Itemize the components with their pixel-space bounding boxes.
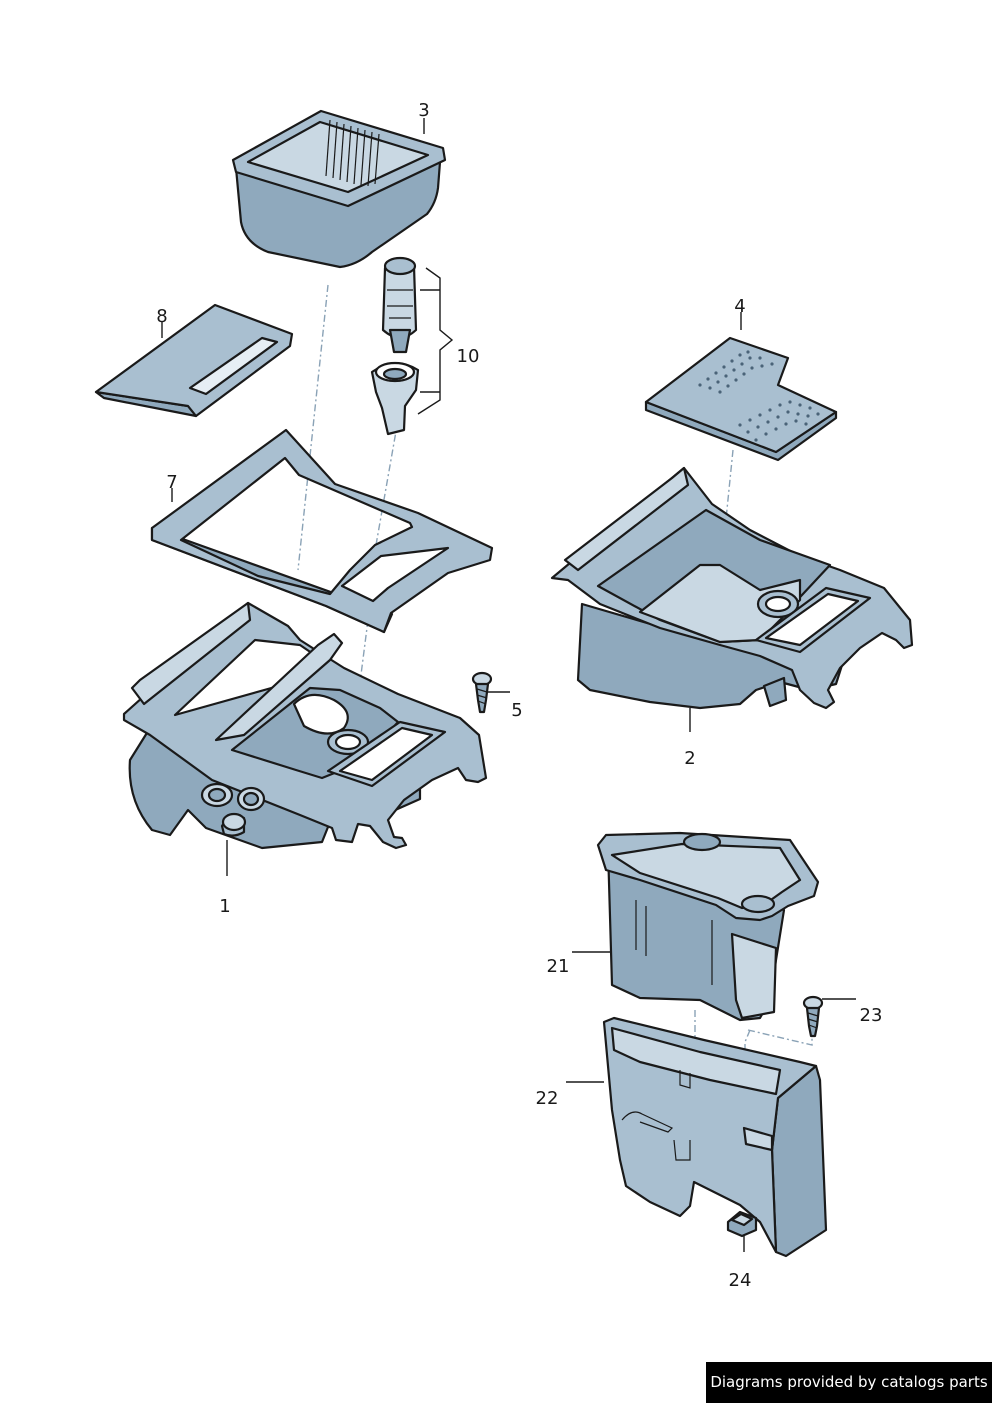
- callout-2: 2: [684, 748, 695, 769]
- callout-labels: 3 8 10 7 4 5 2 1 21 23 22 24: [156, 100, 882, 1291]
- leader-lines: [161, 118, 856, 1252]
- callout-22: 22: [536, 1088, 559, 1109]
- callout-10: 10: [457, 346, 480, 367]
- credit-banner: Diagrams provided by catalogs parts: [706, 1362, 992, 1403]
- part-4-perforated-mat: [644, 336, 838, 462]
- part-1-console-assembly: [122, 601, 488, 850]
- callout-8: 8: [156, 306, 167, 327]
- part-8-mat: [94, 303, 294, 418]
- power-outlet-icon: [200, 782, 266, 837]
- part-22-outer-shell: [602, 1016, 828, 1258]
- part-7-trim-frame: [150, 428, 494, 634]
- callout-4: 4: [734, 296, 745, 317]
- callout-21: 21: [547, 956, 570, 977]
- callout-24: 24: [729, 1270, 752, 1291]
- part-5-screw: [471, 671, 493, 714]
- callout-5: 5: [511, 700, 522, 721]
- part-2-console: [550, 466, 914, 710]
- part-21-inner-box: [596, 831, 820, 1022]
- callout-7: 7: [166, 472, 177, 493]
- part-10-cigarette-lighter: [370, 256, 420, 436]
- part-24-clip-nut: [726, 1210, 758, 1238]
- callout-3: 3: [418, 100, 429, 121]
- mat-texture: [698, 350, 820, 442]
- part-3-storage-tray: [231, 109, 447, 269]
- part-23-screw: [802, 995, 824, 1038]
- callout-1: 1: [219, 896, 230, 917]
- callout-23: 23: [860, 1005, 883, 1026]
